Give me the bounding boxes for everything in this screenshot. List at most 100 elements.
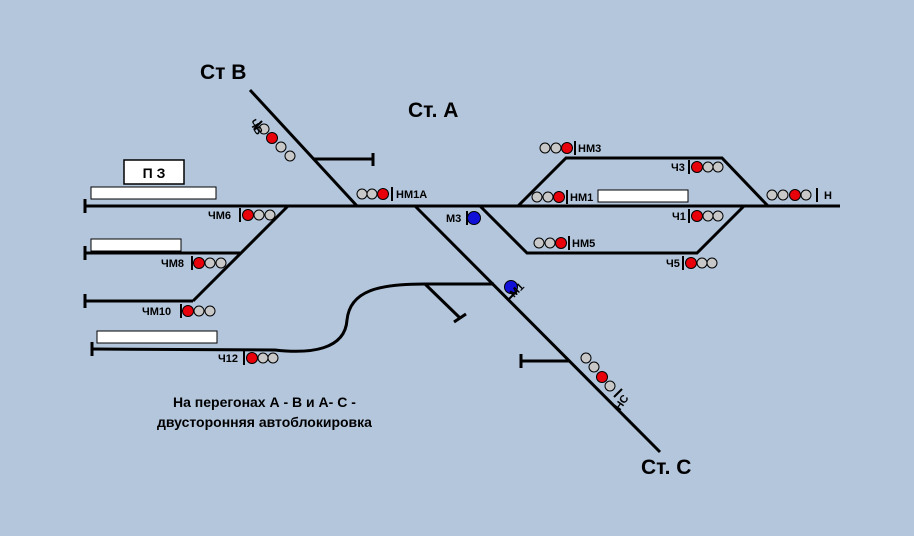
lamp: [504, 280, 518, 294]
lamp: [204, 257, 216, 269]
signal-m1-mast: [508, 290, 518, 300]
signal-chm8: ЧМ8: [161, 256, 227, 270]
line-to-station-b: [248, 88, 359, 208]
signal-chv: ЧВ: [246, 118, 296, 162]
tracks: [83, 88, 840, 454]
lamp: [544, 237, 556, 249]
lamp: [258, 123, 270, 135]
lamp: [267, 352, 279, 364]
station-c-label: Ст. С: [641, 456, 691, 479]
lamp: [366, 188, 378, 200]
station-a-label: Ст. А: [408, 99, 458, 122]
siding-stub-m-stop: [453, 312, 467, 324]
lamp: [539, 142, 551, 154]
lamp: [542, 191, 554, 203]
signal-ch12-label: Ч12: [218, 353, 238, 365]
lamp: [561, 142, 573, 154]
signal-chv-mast: [253, 120, 263, 130]
note-line-2: двусторонняя автоблокировка: [157, 414, 372, 430]
lamp: [789, 189, 801, 201]
lamp: [533, 237, 545, 249]
signal-n: Н: [766, 188, 832, 202]
lamp: [685, 257, 697, 269]
lamp: [467, 211, 481, 225]
signal-nm5-label: НМ5: [572, 238, 595, 250]
signal-nm3-label: НМ3: [578, 143, 601, 155]
lamp: [706, 257, 718, 269]
lamp: [580, 352, 592, 364]
signal-m3: М3: [446, 211, 481, 225]
station-building: П З: [123, 159, 185, 185]
signal-nm1: НМ1: [531, 190, 593, 204]
lamp: [696, 257, 708, 269]
signal-ch5: Ч5: [666, 256, 718, 270]
lamp: [356, 188, 368, 200]
lamp: [193, 257, 205, 269]
siding-stub-m: [423, 282, 462, 320]
lamp: [712, 210, 724, 222]
lamp: [204, 305, 216, 317]
signal-m3-label: М3: [446, 213, 461, 225]
platform-1: [90, 186, 217, 200]
lamp: [257, 352, 269, 364]
track-3: [516, 156, 770, 208]
lamp: [284, 150, 296, 162]
lamp: [766, 189, 778, 201]
lamp: [193, 305, 205, 317]
lamp: [182, 305, 194, 317]
lamp: [246, 352, 258, 364]
platform-4: [597, 189, 689, 203]
line-to-station-c: [413, 204, 662, 454]
lamp: [691, 161, 703, 173]
signal-n-label: Н: [824, 190, 832, 202]
lamp: [702, 161, 714, 173]
station-building-box: [123, 159, 185, 185]
track-12: [91, 282, 494, 353]
lamp: [266, 132, 278, 144]
signal-nm3: НМ3: [539, 141, 601, 155]
lamp: [550, 142, 562, 154]
lamp: [800, 189, 812, 201]
station-b-label: Ст В: [200, 61, 246, 84]
lamp: [264, 209, 276, 221]
lamp: [691, 210, 703, 222]
lamp: [588, 361, 600, 373]
platform-3: [96, 330, 218, 344]
lamp: [596, 371, 608, 383]
signal-chv-label: ЧВ: [246, 118, 264, 138]
signal-chm10-label: ЧМ10: [142, 306, 171, 318]
lamp: [604, 380, 616, 392]
lamp: [275, 141, 287, 153]
platform-2: [90, 238, 182, 252]
lamp: [553, 191, 565, 203]
signal-ch12: Ч12: [218, 351, 279, 365]
signal-ns: НС: [580, 352, 632, 413]
ladder-left: [191, 204, 290, 303]
signal-chm10: ЧМ10: [142, 304, 216, 318]
note-line-1: На перегонах А - В и А- С -: [173, 394, 356, 410]
track-5: [478, 204, 746, 255]
lamp: [777, 189, 789, 201]
signal-ch1: Ч1: [672, 209, 724, 223]
station-building-label: П З: [143, 165, 166, 181]
lamp: [555, 237, 567, 249]
lamp: [215, 257, 227, 269]
lamp: [531, 191, 543, 203]
signal-ch3: Ч3: [671, 160, 724, 174]
signal-nm1a-label: НМ1А: [396, 189, 427, 201]
signal-ch5-label: Ч5: [666, 258, 680, 270]
platforms: [90, 186, 689, 344]
signal-chm6-label: ЧМ6: [208, 210, 231, 222]
signal-chm8-label: ЧМ8: [161, 258, 184, 270]
lamp: [253, 209, 265, 221]
lamp: [712, 161, 724, 173]
lamp: [702, 210, 714, 222]
signal-chm6: ЧМ6: [208, 208, 276, 222]
signal-nm1-label: НМ1: [570, 192, 593, 204]
lamp: [242, 209, 254, 221]
lamp: [377, 188, 389, 200]
signal-ch3-label: Ч3: [671, 162, 685, 174]
signal-ns-mast: [613, 388, 623, 398]
signal-nm1a: НМ1А: [356, 187, 427, 201]
